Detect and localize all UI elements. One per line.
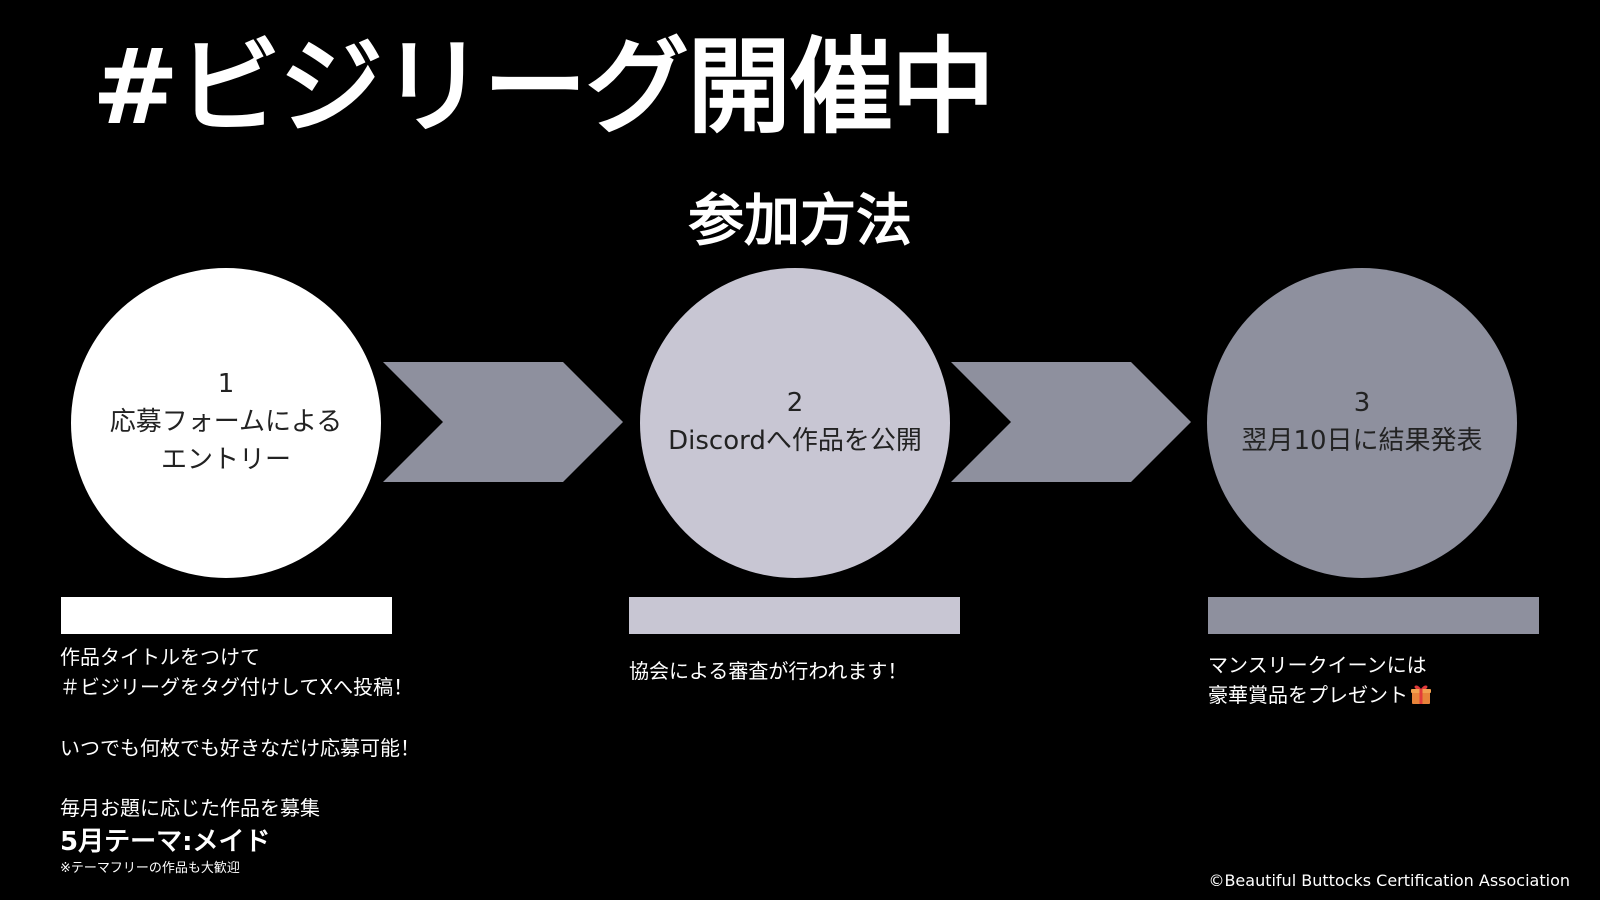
step-2-desc-line-1: 協会による審査が行われます！ (629, 659, 908, 683)
headline: #ビジリーグ開催中 (92, 26, 995, 148)
theme-free-note: ※テーマフリーの作品も大歓迎 (60, 861, 240, 877)
step-1-desc-line-2: ＃ビジリーグをタグ付けしてXへ投稿！ (60, 675, 414, 700)
copyright: ©Beautiful Buttocks Certification Associ… (1208, 871, 1570, 890)
step-1-circle: 1 応募フォームによる エントリー (71, 268, 381, 578)
gift-ribbon-vertical (1419, 689, 1423, 705)
step-2-number: 2 (786, 388, 804, 419)
step-3-circle: 3 翌月10日に結果発表 (1207, 268, 1517, 578)
subtitle: 参加方法 (688, 188, 912, 254)
step-1-bar (61, 597, 392, 634)
chevron-arrow-2-shape (951, 362, 1191, 482)
step-1-desc-line-4: 毎月お題に応じた作品を募集 (60, 796, 320, 821)
step-3-desc-line-2-text: 豪華賞品をプレゼント (1208, 683, 1408, 708)
step-3-label: 翌月10日に結果発表 (1241, 426, 1483, 456)
step-1-desc-line-3: いつでも何枚でも好きなだけ応募可能！ (60, 735, 420, 760)
chevron-arrow-2 (951, 362, 1191, 482)
step-2-circle: 2 Discordへ作品を公開 (640, 268, 950, 578)
chevron-arrow-1-shape (383, 362, 623, 482)
step-2-label: Discordへ作品を公開 (668, 426, 922, 456)
step-3-description: マンスリークイーンには 豪華賞品をプレゼント (1208, 650, 1432, 711)
step-2-bar (629, 597, 960, 634)
step-3-number: 3 (1353, 388, 1371, 419)
monthly-theme: 5月テーマ:メイド (60, 826, 271, 857)
chevron-arrow-1 (383, 362, 623, 482)
step-2-description: 協会による審査が行われます！ (629, 656, 907, 686)
step-3-desc-line-2: 豪華賞品をプレゼント (1208, 680, 1432, 710)
step-1-number: 1 (217, 369, 235, 400)
step-1-label: 応募フォームによる エントリー (109, 407, 343, 475)
gift-icon (1411, 685, 1431, 705)
gift-bow (1414, 685, 1428, 690)
step-3-bar (1208, 597, 1539, 634)
step-1-description: 作品タイトルをつけて ＃ビジリーグをタグ付けしてXへ投稿！ いつでも何枚でも好き… (60, 642, 420, 879)
step-1-desc-line-1: 作品タイトルをつけて (60, 645, 260, 669)
step-3-desc-line-1: マンスリークイーンには (1208, 653, 1427, 677)
